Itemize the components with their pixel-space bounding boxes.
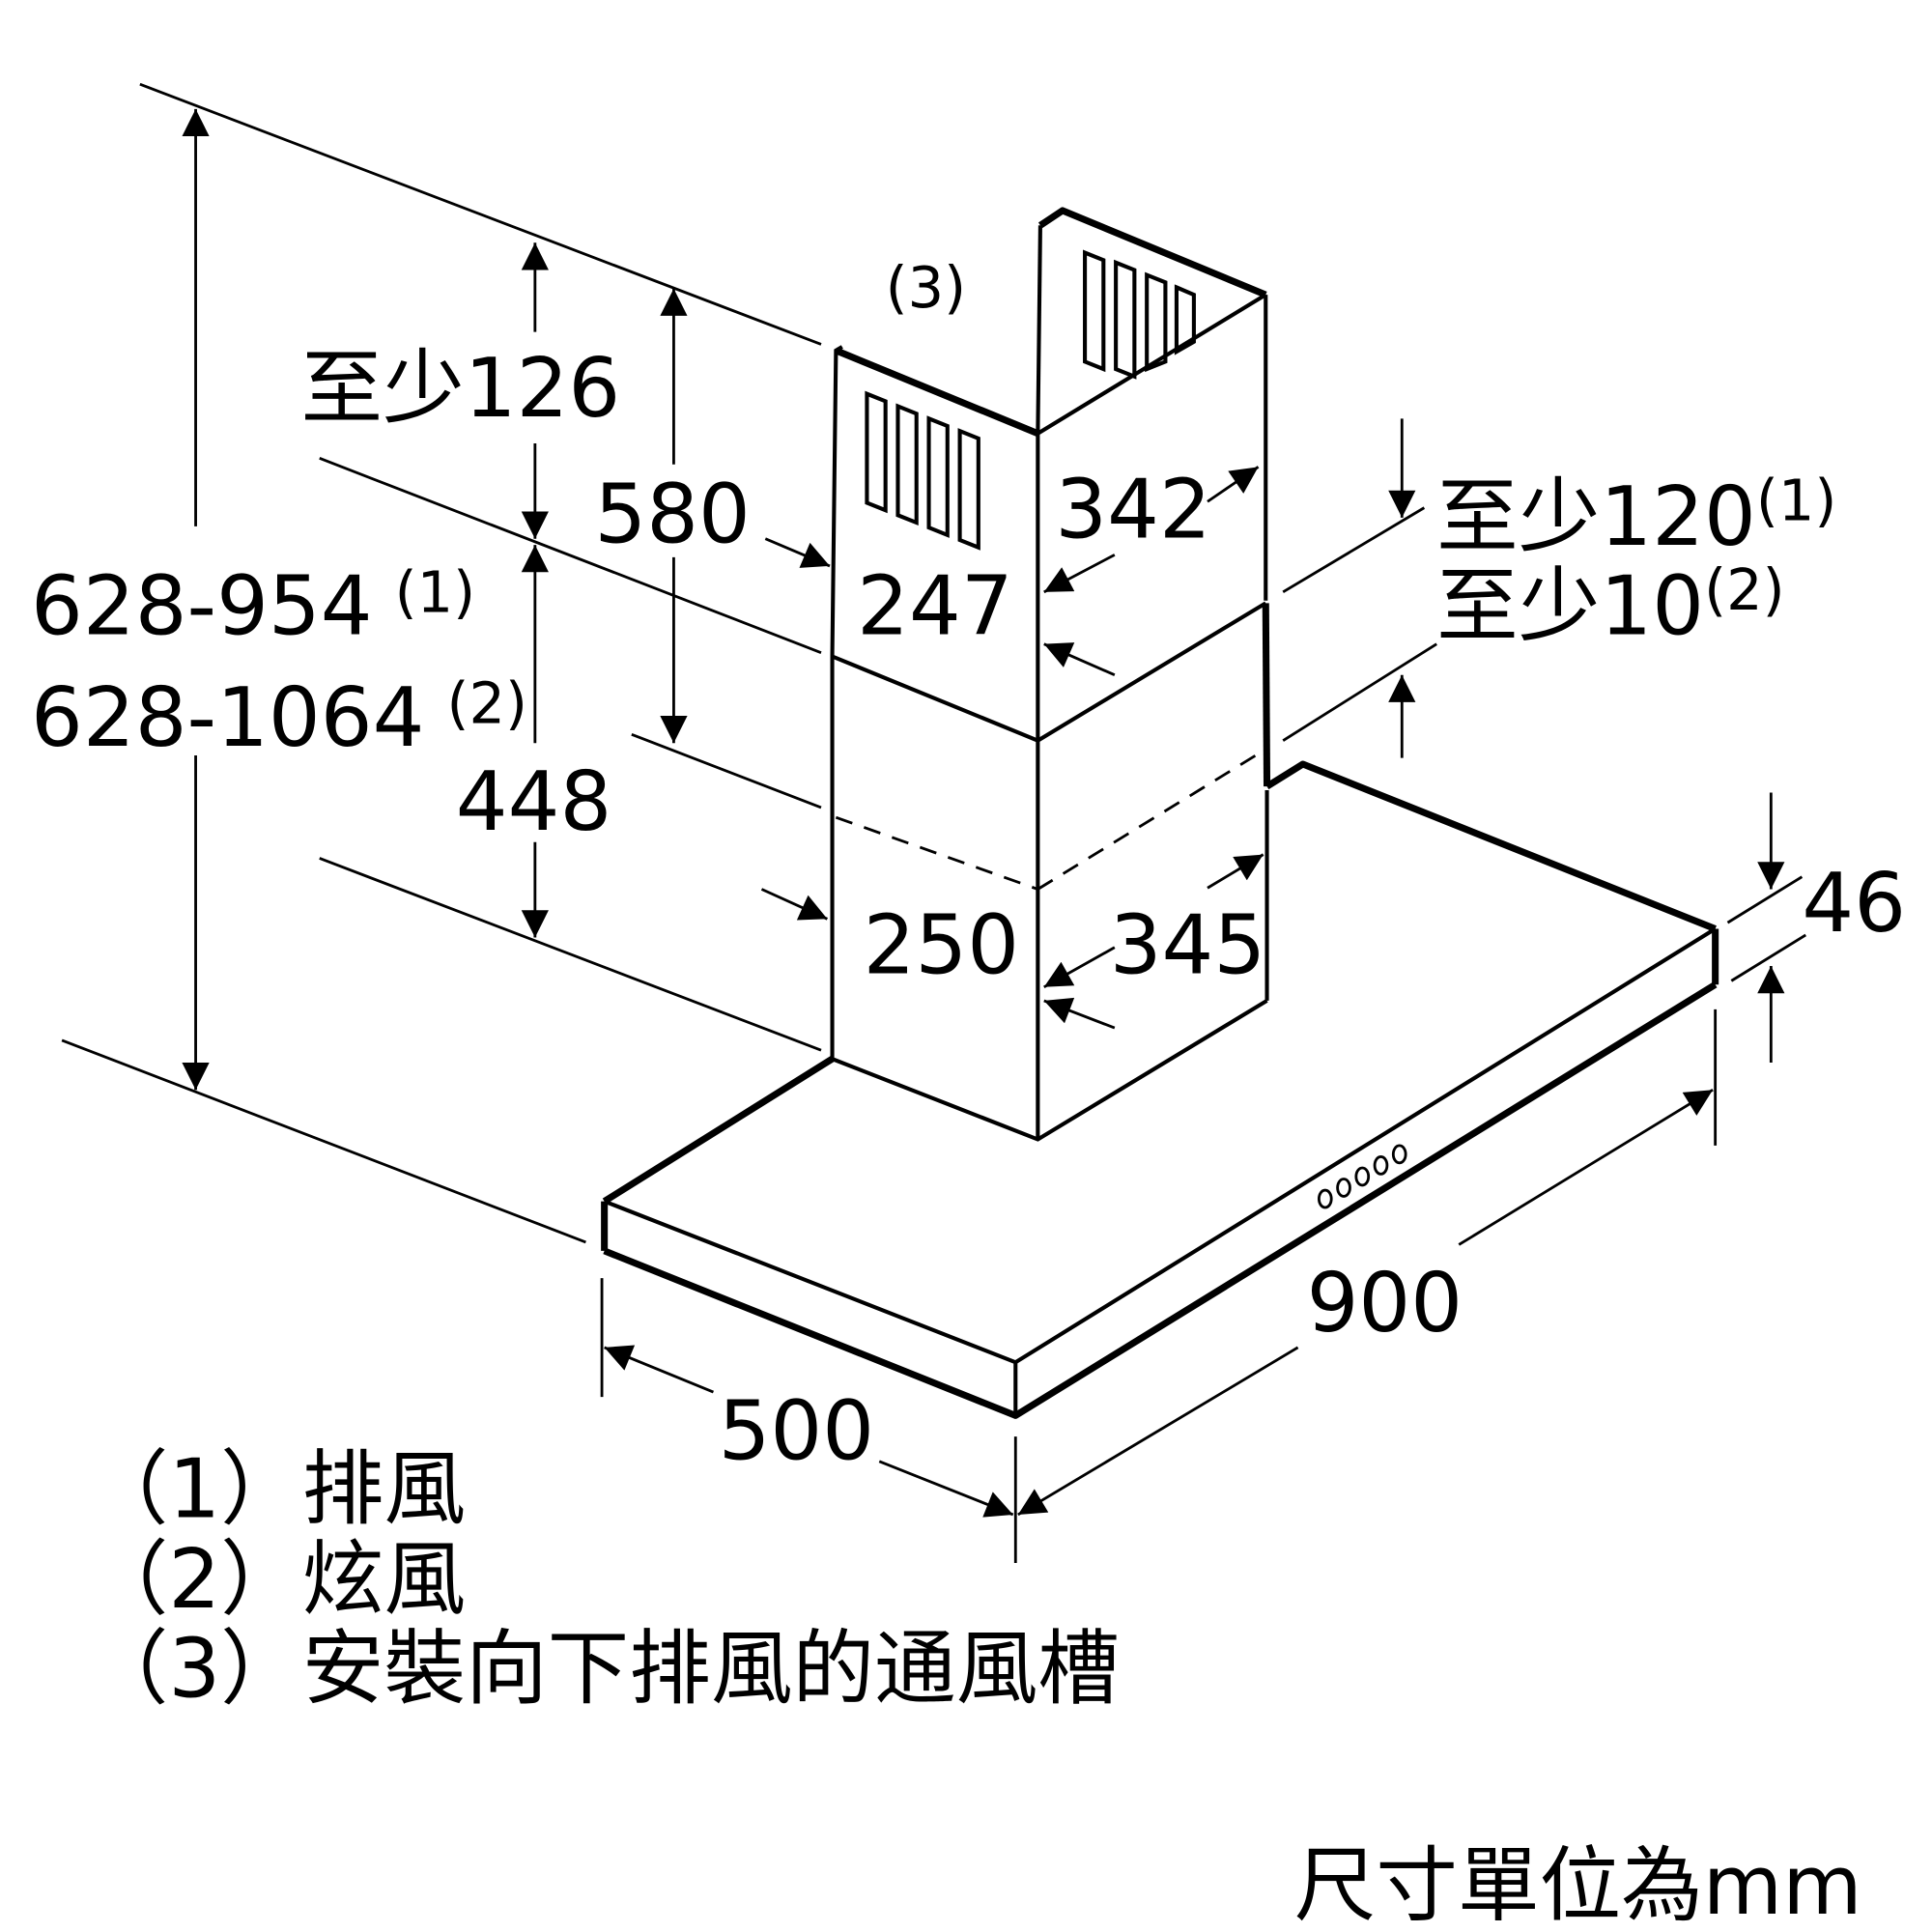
- lower-width-label: 250: [864, 897, 1020, 993]
- vent-note-label: (3): [886, 254, 967, 321]
- total-height-exhaust-label: 628-954(1): [31, 557, 475, 653]
- dimension-arrows: [182, 108, 1785, 1518]
- lower-chimney-height-label: 448: [456, 753, 612, 849]
- control-buttons: [1317, 1144, 1407, 1209]
- legend-item-1: （1）排風: [87, 1441, 466, 1537]
- gap-recirculation-label: 至少10(2): [1436, 556, 1784, 654]
- hood-canopy: [601, 760, 1719, 1419]
- dimension-labels: 628-954(1) 628-1064(2) 至少126 580 448 247…: [31, 254, 1906, 1478]
- legend: （1）排風 （2）炫風 （3）安裝向下排風的通風槽: [87, 1441, 1120, 1717]
- legend-item-3: （3）安裝向下排風的通風槽: [87, 1620, 1120, 1716]
- upper-chimney: [830, 207, 1268, 741]
- hood-width-label: 900: [1307, 1255, 1463, 1350]
- vent-slots-back: [1083, 249, 1196, 380]
- unit-note: 尺寸單位為mm: [1294, 1837, 1862, 1932]
- upper-depth-label: 342: [1055, 461, 1210, 556]
- total-height-recirculation-label: 628-1064(2): [31, 669, 527, 765]
- hood-depth-label: 500: [719, 1382, 875, 1478]
- hood-thickness-label: 46: [1802, 855, 1906, 951]
- top-clearance-label: 至少126: [301, 340, 621, 436]
- upper-width-label: 247: [857, 557, 1012, 653]
- legend-item-2: （2）炫風: [87, 1531, 466, 1627]
- lower-chimney: [830, 601, 1271, 1142]
- upper-chimney-height-label: 580: [594, 467, 750, 562]
- gap-exhaust-label: 至少120(1): [1436, 467, 1836, 564]
- lower-depth-label: 345: [1110, 897, 1266, 993]
- reference-lines: [61, 82, 1806, 1563]
- vent-slots-front: [865, 390, 980, 551]
